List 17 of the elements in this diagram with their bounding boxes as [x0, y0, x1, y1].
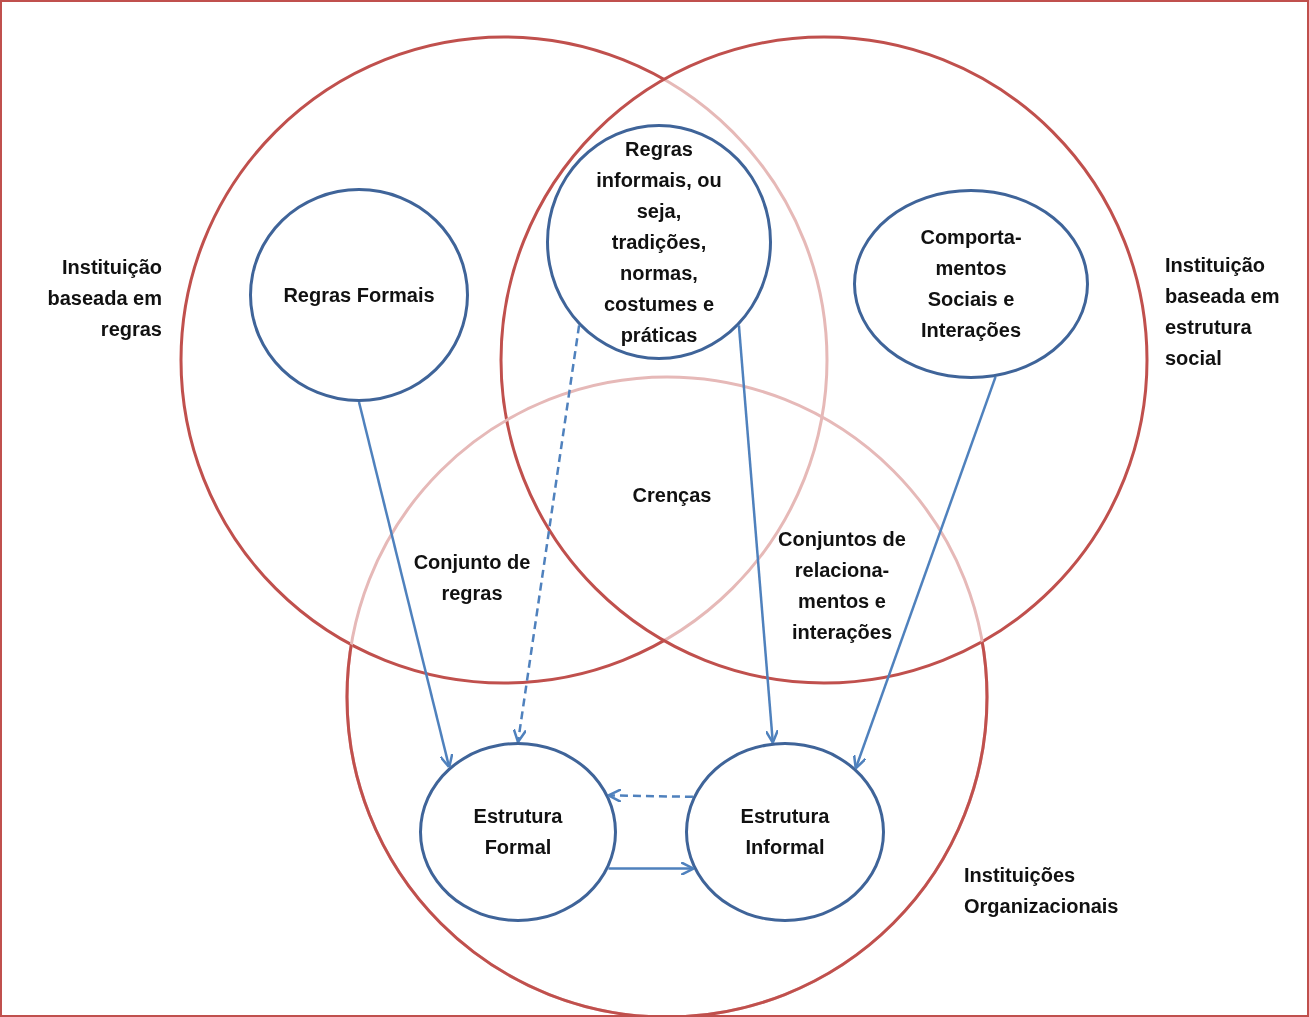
arrow [852, 376, 997, 770]
concept-label: Estrutura Formal [472, 804, 564, 860]
set-label: Instituição baseada em regras [46, 255, 162, 342]
arrow [737, 325, 780, 744]
set-label: Instituição baseada em estrutura social [1165, 253, 1281, 371]
arrow [608, 861, 695, 877]
concept-label: Estrutura Informal [739, 804, 831, 860]
concept-label: Comporta- mentos Sociais e Interações [919, 225, 1023, 343]
arrow [357, 401, 454, 769]
concept-label: Regras informais, ou seja, tradições, normas, costumes e práticas [595, 136, 723, 348]
concept-label: Regras Formais [282, 282, 436, 308]
region-label: Crenças [631, 483, 713, 508]
region-label: Conjuntos de relaciona- mentos e interações [777, 527, 907, 645]
set-label: Instituições Organizacionais [964, 863, 1120, 919]
arrow [512, 325, 581, 744]
region-label: Conjunto de regras [412, 550, 532, 606]
arrow [607, 788, 693, 804]
